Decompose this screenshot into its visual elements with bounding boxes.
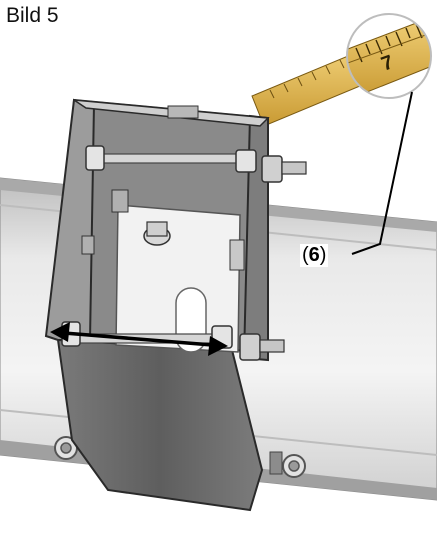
double-headed-arrow-icon xyxy=(50,322,228,356)
callout-number: 6 xyxy=(308,244,320,266)
magnifier-circle-icon: 7 xyxy=(346,13,432,99)
callout-label: (6) xyxy=(300,244,329,267)
upper-bolt xyxy=(85,145,307,183)
figure-title: Bild 5 xyxy=(6,4,59,27)
rail-bolt xyxy=(282,454,306,478)
center-nut xyxy=(143,221,171,246)
callout-leader-line xyxy=(351,91,413,255)
